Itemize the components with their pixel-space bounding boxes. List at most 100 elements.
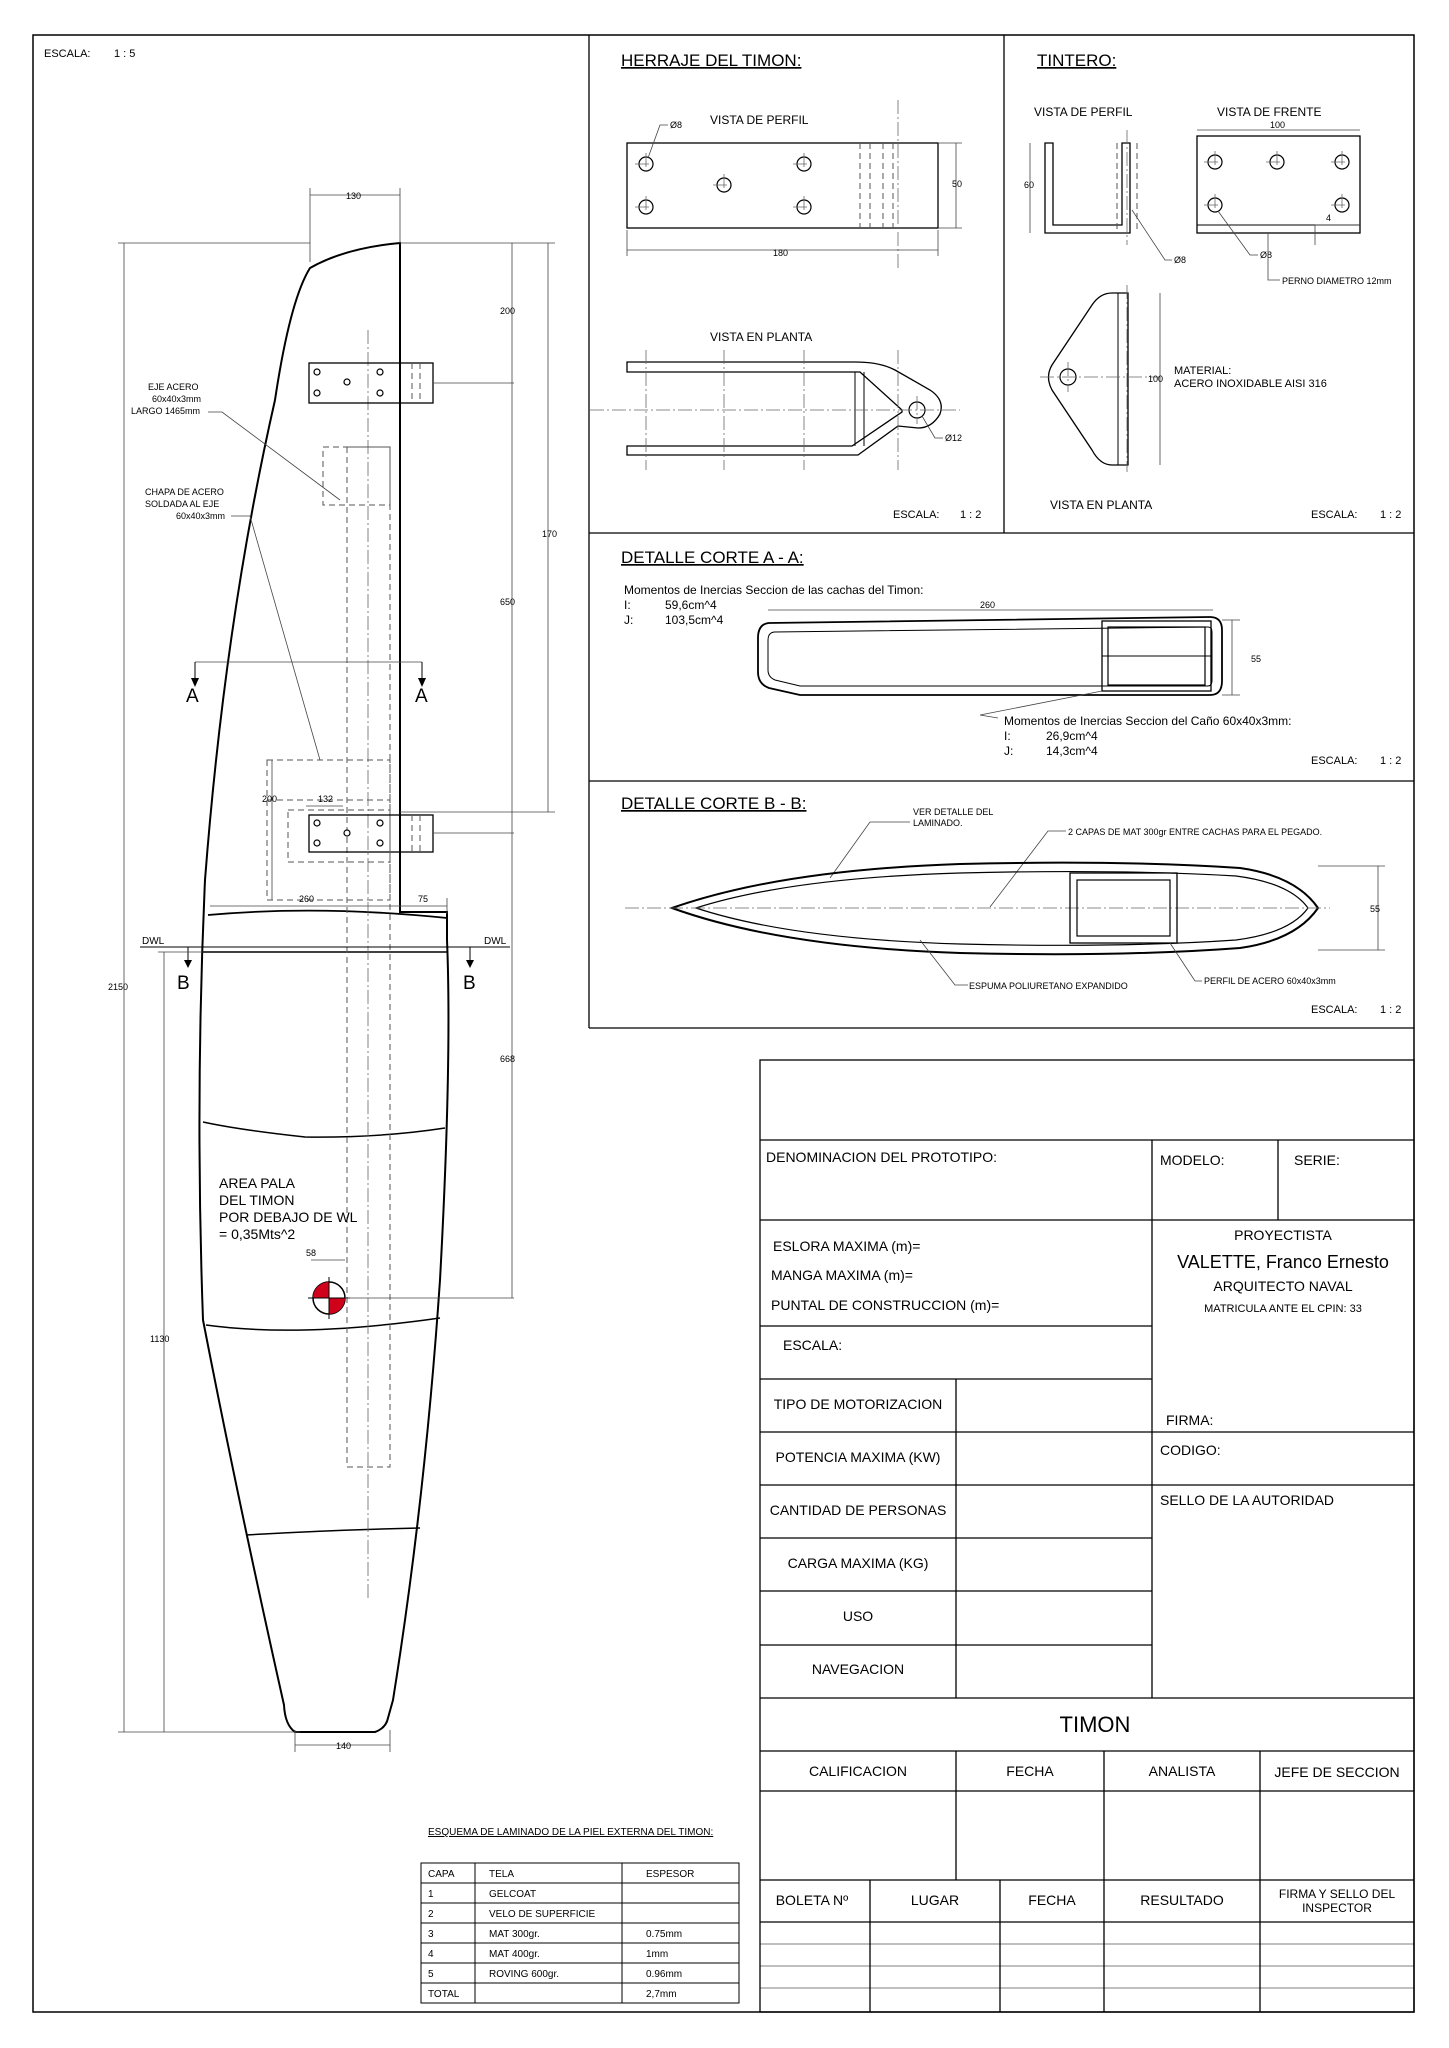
corte-a-cano-j: 14,3cm^4 [1046, 744, 1098, 758]
corte-b-h55: 55 [1370, 904, 1380, 914]
detail-panels [588, 35, 1414, 1029]
laminado-table: ESQUEMA DE LAMINADO DE LA PIEL EXTERNA D… [420, 1827, 740, 2004]
tb-analista: ANALISTA [1149, 1763, 1216, 1779]
laminado-title: ESQUEMA DE LAMINADO DE LA PIEL EXTERNA D… [428, 1827, 713, 1838]
svg-text:CAPA: CAPA [428, 1869, 455, 1880]
svg-text:0.96mm: 0.96mm [646, 1969, 682, 1980]
dim-top: 130 [346, 191, 361, 201]
tb-eslora: ESLORA MAXIMA (m)= [773, 1238, 920, 1254]
tb-timon: TIMON [1060, 1712, 1131, 1737]
herraje-vista-perfil: VISTA DE PERFIL [710, 113, 809, 127]
herraje-w180: 180 [773, 248, 788, 258]
tintero-escala: ESCALA: [1311, 509, 1357, 521]
corte-b-ver-1: VER DETALLE DEL [913, 807, 993, 817]
tintero-title: TINTERO: [1037, 51, 1116, 70]
corte-a-momentos-cano: Momentos de Inercias Seccion del Caño 60… [1004, 714, 1291, 728]
tintero-h100: 100 [1148, 374, 1163, 384]
dim-chord-root: 260 [299, 894, 314, 904]
corte-a-escala: ESCALA: [1311, 755, 1357, 767]
herraje-detail: HERRAJE DEL TIMON: VISTA DE PERFIL Ø8 18… [590, 51, 981, 521]
svg-text:DEL TIMON: DEL TIMON [219, 1192, 294, 1208]
tb-denominacion: DENOMINACION DEL PROTOTIPO: [766, 1149, 997, 1165]
svg-text:TOTAL: TOTAL [428, 1989, 460, 2000]
dim-upper: 200 [500, 306, 515, 316]
main-scale-label: ESCALA: [44, 48, 90, 60]
tintero-material-2: ACERO INOXIDABLE AISI 316 [1174, 378, 1327, 390]
center-of-area-symbol [308, 1277, 350, 1319]
svg-text:4: 4 [428, 1949, 434, 1960]
tb-jefe: JEFE DE SECCION [1274, 1764, 1399, 1780]
tintero-four: 4 [1326, 213, 1331, 223]
tb-codigo: CODIGO: [1160, 1442, 1221, 1458]
tb-navegacion: NAVEGACION [812, 1661, 904, 1677]
corte-b-escala-val: 1 : 2 [1380, 1004, 1401, 1016]
herraje-escala: ESCALA: [893, 509, 939, 521]
svg-text:EJE ACERO: EJE ACERO [148, 382, 199, 392]
svg-text:ROVING 600gr.: ROVING 600gr. [489, 1969, 559, 1980]
tb-boleta: BOLETA Nº [776, 1892, 849, 1908]
tb-lugar: LUGAR [911, 1892, 959, 1908]
herraje-d12: Ø12 [945, 433, 962, 443]
corte-a-cano-i-label: I: [1004, 729, 1011, 743]
tb-fecha: FECHA [1006, 1763, 1054, 1779]
tintero-perno: PERNO DIAMETRO 12mm [1282, 276, 1392, 286]
tb-firma: FIRMA: [1166, 1412, 1213, 1428]
corte-a-j: 103,5cm^4 [665, 613, 724, 627]
svg-text:VELO DE SUPERFICIE: VELO DE SUPERFICIE [489, 1909, 595, 1920]
herraje-d8: Ø8 [670, 120, 682, 130]
svg-text:5: 5 [428, 1969, 434, 1980]
corte-b-ver-2: LAMINADO. [913, 818, 963, 828]
dim-middle: 650 [500, 597, 515, 607]
svg-text:ESPESOR: ESPESOR [646, 1869, 694, 1880]
dim-lower: 668 [500, 1054, 515, 1064]
corte-a-title: DETALLE CORTE A - A: [621, 548, 804, 567]
tintero-w100: 100 [1270, 120, 1285, 130]
tb-manga: MANGA MAXIMA (m)= [771, 1267, 913, 1283]
corte-b-title: DETALLE CORTE B - B: [621, 794, 806, 813]
dwl-left: DWL [142, 936, 165, 947]
svg-text:60x40x3mm: 60x40x3mm [152, 394, 201, 404]
dim-bottom: 140 [336, 1741, 351, 1751]
tb-fecha2: FECHA [1028, 1892, 1076, 1908]
tb-calificacion: CALIFICACION [809, 1763, 907, 1779]
svg-text:TELA: TELA [489, 1869, 514, 1880]
svg-text:MAT 300gr.: MAT 300gr. [489, 1929, 540, 1940]
dim-plate: 200 [262, 794, 277, 804]
svg-text:2: 2 [428, 1909, 434, 1920]
svg-text:MAT 400gr.: MAT 400gr. [489, 1949, 540, 1960]
svg-text:1mm: 1mm [646, 1949, 668, 1960]
tintero-h60: 60 [1024, 180, 1034, 190]
tb-profession: ARQUITECTO NAVAL [1213, 1278, 1352, 1294]
corte-b-espuma: ESPUMA POLIURETANO EXPANDIDO [969, 981, 1128, 991]
tb-proyectista: PROYECTISTA [1234, 1227, 1332, 1243]
tb-sello: SELLO DE LA AUTORIDAD [1160, 1492, 1334, 1508]
plate-label: CHAPA DE ACERO SOLDADA AL EJE 60x40x3mm [145, 487, 225, 521]
tb-firma-sello-1: FIRMA Y SELLO DEL [1279, 1887, 1396, 1901]
section-a-left: A [186, 686, 199, 707]
tb-modelo: MODELO: [1160, 1152, 1225, 1168]
herraje-vista-planta: VISTA EN PLANTA [710, 330, 812, 344]
svg-text:2,7mm: 2,7mm [646, 1989, 677, 2000]
dim-cg: 58 [306, 1248, 316, 1258]
svg-text:CHAPA DE ACERO: CHAPA DE ACERO [145, 487, 224, 497]
tb-matricula: MATRICULA ANTE EL CPIN: 33 [1204, 1303, 1362, 1315]
tintero-detail: TINTERO: VISTA DE PERFIL VISTA DE FRENTE… [1024, 51, 1401, 521]
tintero-vista-perfil: VISTA DE PERFIL [1034, 105, 1133, 119]
corte-a-cano-i: 26,9cm^4 [1046, 729, 1098, 743]
svg-text:1: 1 [428, 1889, 434, 1900]
svg-text:GELCOAT: GELCOAT [489, 1889, 536, 1900]
tintero-d8a: Ø8 [1174, 255, 1186, 265]
svg-text:= 0,35Mts^2: = 0,35Mts^2 [219, 1226, 295, 1242]
dim-aft: 75 [418, 894, 428, 904]
corte-a-i-label: I: [624, 598, 631, 612]
dwl-right: DWL [484, 936, 507, 947]
corte-a-h55: 55 [1251, 654, 1261, 664]
title-block: DENOMINACION DEL PROTOTIPO: MODELO: SERI… [759, 1059, 1415, 2013]
section-b-right: B [463, 973, 476, 994]
rudder-side-view: A A DWL DWL B B 58 EJE ACERO 60x40x3mm L… [108, 188, 557, 1752]
tb-serie: SERIE: [1294, 1152, 1340, 1168]
tintero-d8b: Ø8 [1260, 250, 1272, 260]
section-b-left: B [177, 973, 190, 994]
dim-blade: 1130 [150, 1334, 169, 1344]
